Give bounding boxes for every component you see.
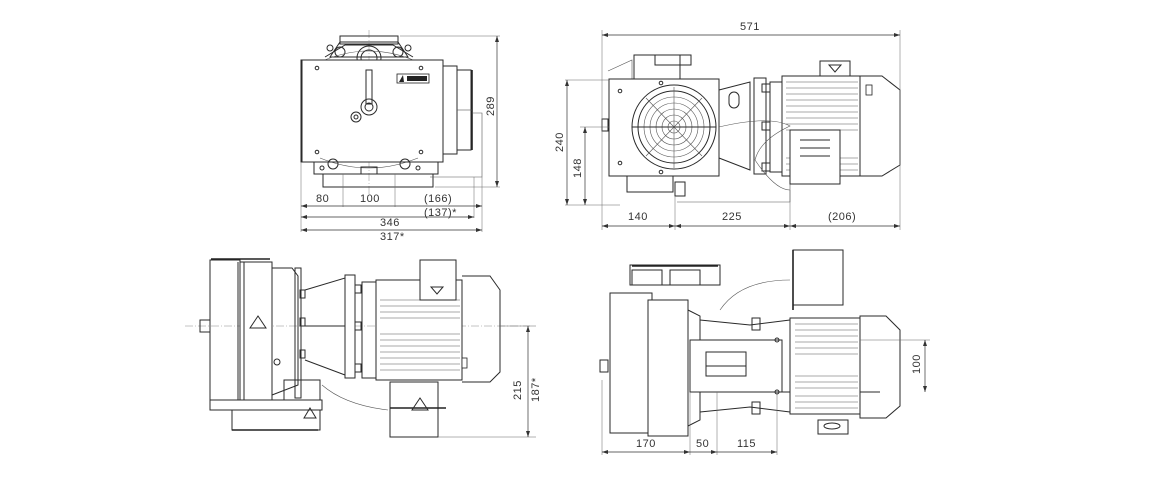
fan-view [565, 30, 901, 230]
front-view [300, 30, 500, 232]
dim-140: 140 [628, 211, 648, 223]
dim-170: 170 [636, 438, 656, 450]
dim-100-vertical: 100 [911, 354, 923, 374]
dim-215: 215 [512, 380, 524, 400]
side-view [185, 258, 536, 438]
dim-240: 240 [554, 132, 566, 152]
dim-289: 289 [485, 96, 497, 116]
dim-166: (166) [424, 193, 453, 205]
dim-225: 225 [722, 211, 742, 223]
dim-187: 187* [530, 377, 542, 402]
dim-346: 346 [380, 217, 400, 229]
dim-571: 571 [740, 21, 760, 33]
dim-115: 115 [737, 438, 757, 450]
dim-100: 100 [360, 193, 380, 205]
dim-148: 148 [572, 158, 584, 178]
dim-137: (137)* [424, 207, 457, 219]
dim-206: (206) [828, 211, 857, 223]
dim-80: 80 [316, 193, 330, 205]
dim-317: 317* [380, 231, 405, 243]
top-view [599, 249, 930, 455]
dim-50: 50 [696, 438, 710, 450]
